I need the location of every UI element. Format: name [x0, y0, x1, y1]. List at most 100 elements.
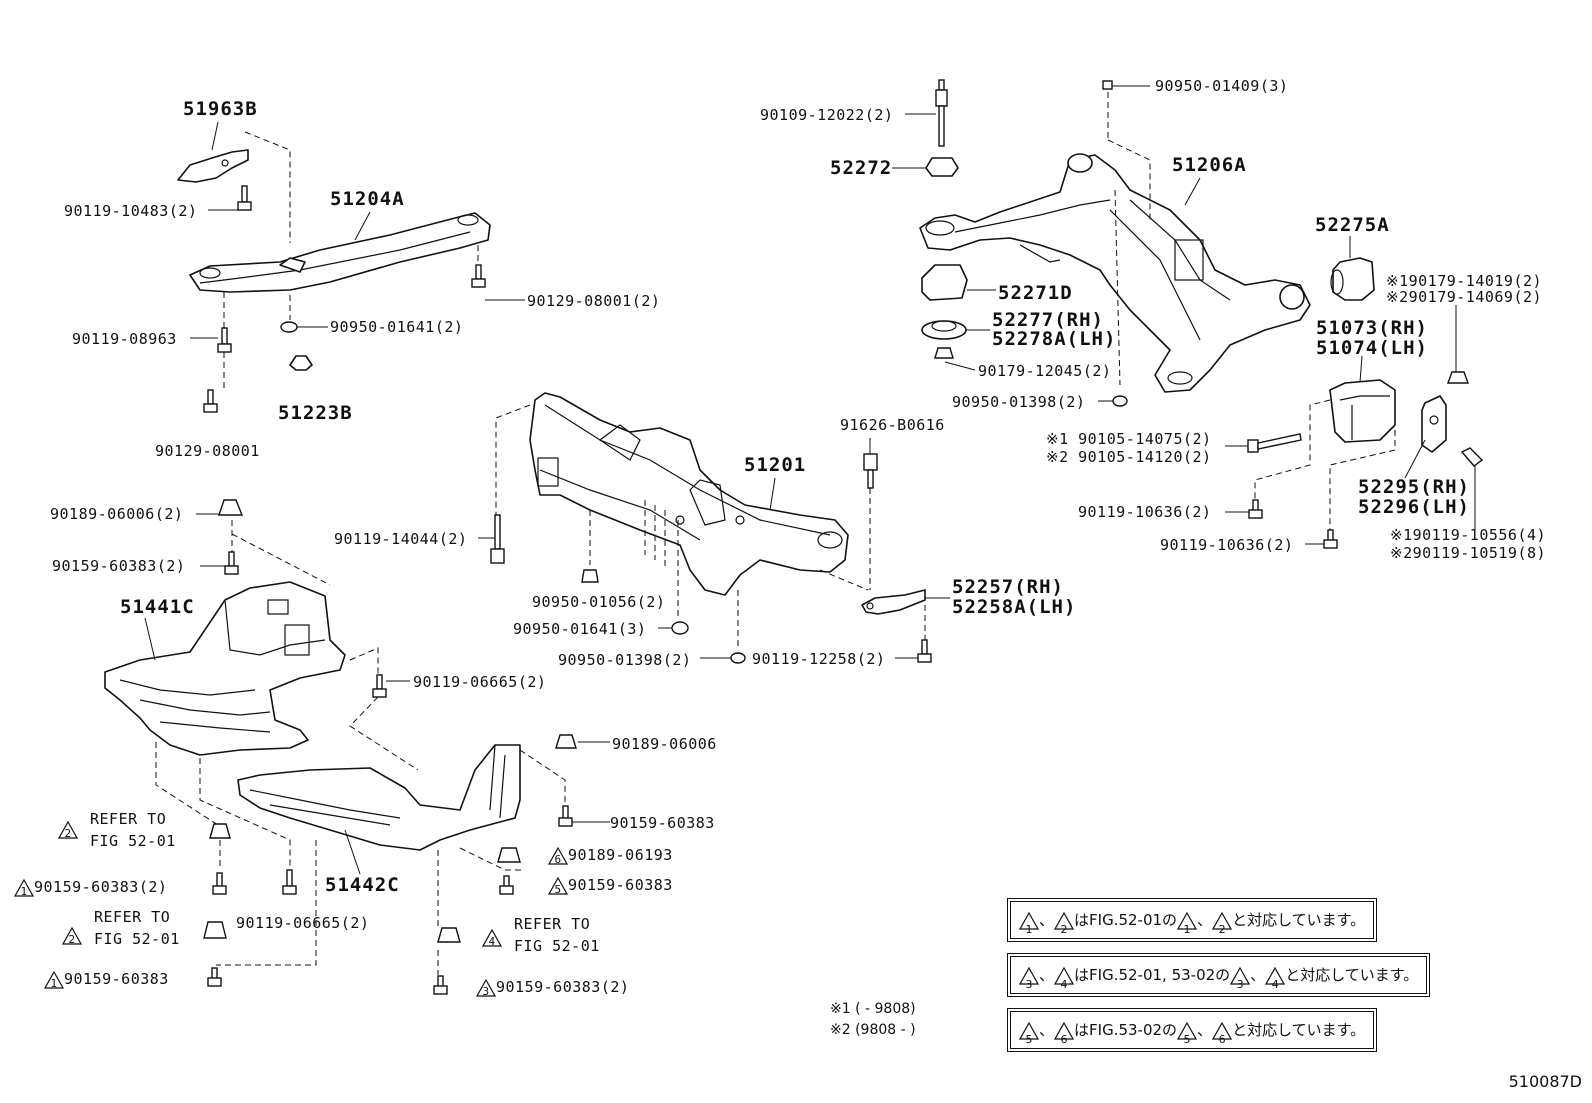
note1-triangle-d-icon: 2 [1212, 911, 1233, 936]
bushing-52271D [921, 264, 968, 301]
note2-triangle-b-icon: 4 [1054, 966, 1075, 991]
label-51223B: 51223B [278, 402, 353, 424]
label-90119-10483: 90119-10483(2) [64, 202, 198, 220]
triangle-1b-icon: 1 [44, 970, 64, 990]
label-fig-52-01-c: FIG 52-01 [514, 937, 600, 955]
label-refer-2a: 2 [58, 810, 78, 840]
bolt-90119-10636-a [1248, 499, 1263, 519]
label-90179-14069: ※290179-14069(2) [1386, 288, 1543, 306]
label-fig-52-01-a: FIG 52-01 [90, 832, 176, 850]
label-51204A: 51204A [330, 188, 405, 210]
triangle-2-icon: 2 [58, 820, 78, 840]
triangle-2b-icon: 2 [62, 926, 82, 946]
bolt-91626-B0616 [863, 453, 878, 489]
note2-triangle-c-icon: 3 [1230, 966, 1251, 991]
label-refer-4: 4 [482, 928, 502, 948]
label-90950-01641-a: 90950-01641(2) [330, 318, 464, 336]
stud-90109-12022 [935, 79, 948, 147]
label-51441C: 51441C [120, 596, 195, 618]
label-51201: 51201 [744, 454, 807, 476]
label-51074: 51074(LH) [1316, 337, 1428, 359]
label-52277: 52277(RH) [992, 309, 1104, 331]
footnote-1: ※1 ( - 9808) [830, 1001, 916, 1017]
label-fig-52-01-b: FIG 52-01 [94, 930, 180, 948]
triangle-1-icon: 1 [14, 878, 34, 898]
bolt-90119-10483 [237, 185, 252, 211]
label-52295: 52295(RH) [1358, 476, 1470, 498]
label-90119-08963: 90119-08963 [72, 330, 177, 348]
triangle-4-icon: 4 [482, 928, 502, 948]
label-90950-01398-b: 90950-01398(2) [558, 651, 692, 669]
label-refer-to-b: REFER TO [94, 908, 171, 926]
triangle-3-icon: 3 [476, 978, 496, 998]
bolt-90159-60383-c [499, 875, 514, 895]
clip-refer-4 [437, 927, 461, 943]
undercover-51442C-drawing [237, 744, 521, 851]
label-90119-12258: 90119-12258(2) [752, 650, 886, 668]
note1-triangle-b-icon: 2 [1054, 911, 1075, 936]
stopper-52277 [921, 320, 967, 340]
bushing-52272 [925, 157, 959, 177]
figure-id: 510087D [1508, 1072, 1582, 1091]
bolt-90159-60383-d [212, 872, 227, 895]
label-90119-06665-b: 90119-06665(2) [236, 914, 370, 932]
label-90179-14019: ※190179-14019(2) [1386, 272, 1543, 290]
crossmember-51201-drawing [529, 392, 849, 596]
label-52271D: 52271D [998, 282, 1073, 304]
bolt-90129-08001-b [203, 389, 218, 413]
label-90189-06006-a: 90189-06006(2) [50, 505, 184, 523]
bolt-90105-14075 [1247, 433, 1302, 453]
note3-triangle-a-icon: 5 [1019, 1021, 1039, 1046]
nut-90950-01398-b [730, 652, 746, 664]
bolt-90119-12258 [917, 639, 932, 663]
label-90159-60383-a: 90159-60383(2) [52, 557, 186, 575]
bolt-90119-06665-b [282, 869, 297, 895]
label-90119-10636-a: 90119-10636(2) [1078, 503, 1212, 521]
label-52296: 52296(LH) [1358, 496, 1470, 518]
note3-triangle-d-icon: 6 [1212, 1021, 1233, 1046]
bracket-51073-drawing [1329, 379, 1396, 443]
label-51963B: 51963B [183, 98, 258, 120]
label-90119-10556: ※190119-10556(4) [1390, 526, 1547, 544]
nut-90950-01641-a [280, 321, 298, 333]
label-90119-14044: 90119-14044(2) [334, 530, 468, 548]
label-90119-06665-a: 90119-06665(2) [413, 673, 547, 691]
nut-90950-01409 [1102, 80, 1113, 90]
note1-triangle-c-icon: 1 [1177, 911, 1198, 936]
nut-90179-14019 [1447, 371, 1469, 384]
label-90105-14075: ※1 90105-14075(2) [1046, 430, 1212, 448]
bolt-90159-60383-f [433, 975, 448, 995]
label-52272: 52272 [830, 157, 893, 179]
label-90179-12045: 90179-12045(2) [978, 362, 1112, 380]
note1-triangle-a-icon: 1 [1019, 911, 1039, 936]
bolt-90119-14044 [490, 514, 505, 564]
note3-triangle-c-icon: 5 [1177, 1021, 1198, 1046]
bolt-90129-08001-a [471, 264, 486, 288]
nut-90179-12045 [934, 347, 954, 359]
label-refer-to-a: REFER TO [90, 810, 167, 828]
bolt-90159-60383-b [558, 805, 573, 827]
triangle-5-icon: 5 [548, 876, 568, 896]
clip-refer-2a [209, 823, 231, 839]
clip-90189-06193 [497, 847, 521, 863]
bolt-90119-08963 [217, 327, 232, 353]
bolt-90119-06665-a [372, 674, 387, 698]
label-90105-14120: ※2 90105-14120(2) [1046, 448, 1212, 466]
label-90119-10636-b: 90119-10636(2) [1160, 536, 1294, 554]
label-90129-08001-b: 90129-08001 [155, 442, 260, 460]
label-90129-08001-a: 90129-08001(2) [527, 292, 661, 310]
note3-triangle-b-icon: 6 [1054, 1021, 1075, 1046]
label-90950-01409: 90950-01409(3) [1155, 77, 1289, 95]
plug-51223B [289, 355, 313, 371]
label-90950-01398-a: 90950-01398(2) [952, 393, 1086, 411]
nut-90950-01641-b [671, 621, 689, 635]
